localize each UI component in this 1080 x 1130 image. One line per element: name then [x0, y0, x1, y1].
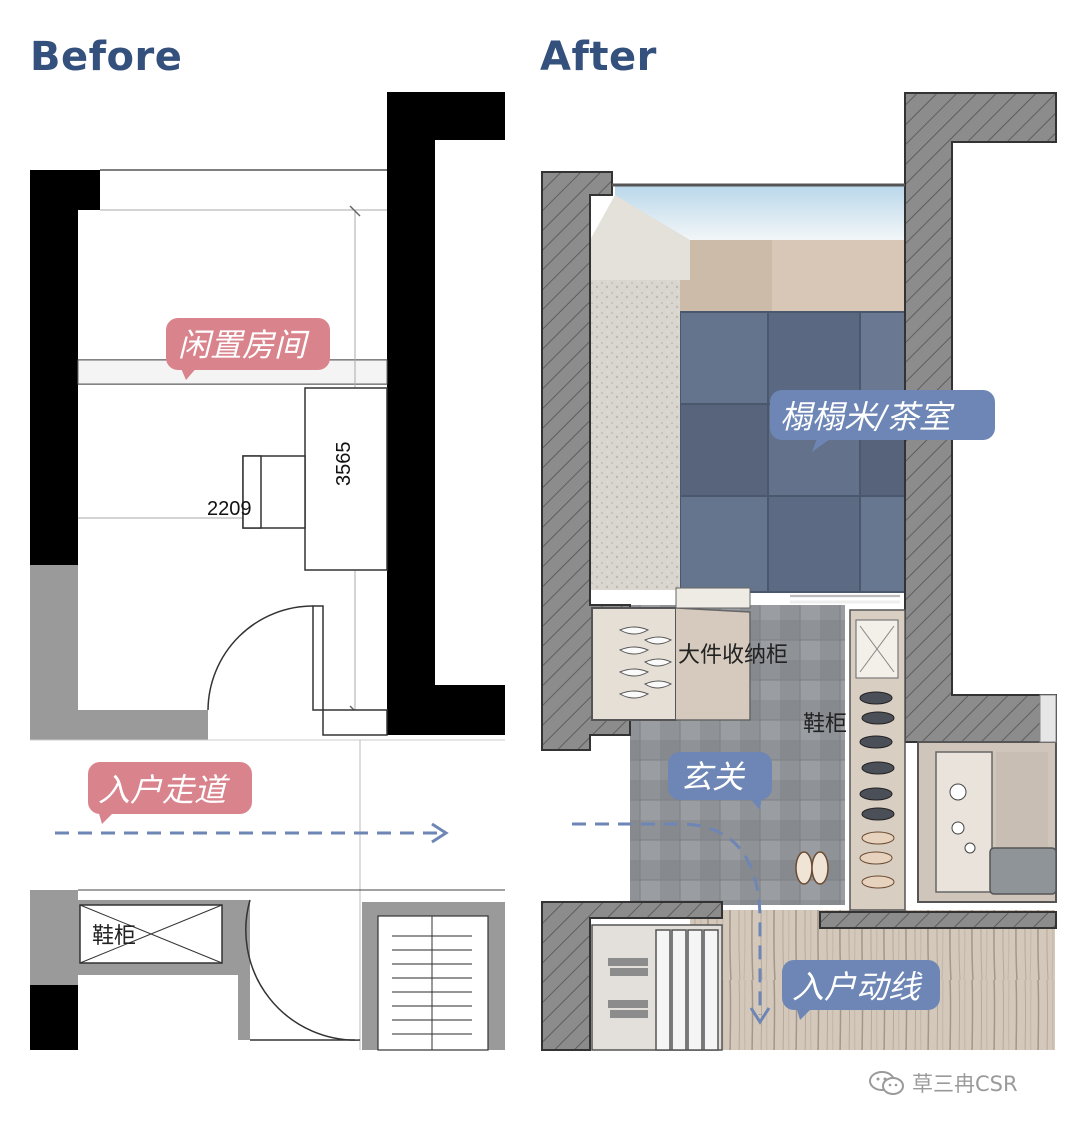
large-storage-cabinet: [591, 587, 751, 721]
before-wardrobe: [377, 915, 489, 1051]
entry-flow-bubble: 入户动线: [782, 960, 940, 1020]
idle-room-bubble: 闲置房间: [166, 318, 330, 380]
width-dimension: 2209: [207, 498, 252, 520]
foyer-bubble: 玄关: [668, 752, 772, 810]
room-door: [312, 605, 324, 711]
left-wall: [30, 170, 100, 565]
after-lower-right-wall: [819, 911, 1057, 929]
right-wall: [387, 92, 505, 735]
tatami-bubble: 榻榻米/茶室: [770, 390, 995, 452]
idle-room-label: 闲置房间: [178, 326, 310, 364]
entry-corridor-bubble: 入户走道: [88, 762, 252, 824]
entry-door-swing: [245, 899, 361, 1041]
after-plan: 榻榻米/茶室 大件收纳柜 鞋柜 玄关 入户动线: [541, 92, 1057, 1051]
entry-flow-label: 入户动线: [792, 968, 923, 1006]
bookshelf: [591, 924, 723, 1051]
after-lower-left-wall: [541, 901, 723, 1051]
depth-dimension: 3565: [333, 442, 355, 487]
large-storage-label: 大件收纳柜: [678, 643, 788, 668]
after-flow-line: [572, 822, 762, 1015]
before-heading: Before: [30, 34, 183, 80]
after-left-wall: [541, 171, 631, 751]
wechat-icon: [868, 1070, 906, 1096]
before-shoe-cabinet-label: 鞋柜: [92, 924, 136, 949]
before-plan: 2209 3565 闲置房间 入户走道 鞋柜: [30, 92, 505, 1051]
tatami-tearoom-label: 榻榻米/茶室: [780, 398, 955, 436]
room-door-swing: [207, 605, 314, 711]
desk: [304, 387, 388, 571]
left-gray-wall: [30, 565, 78, 740]
stucco-wall: [590, 240, 680, 590]
watermark-text: 草三冉CSR: [912, 1072, 1018, 1096]
washing-machine: [989, 847, 1057, 895]
after-heading: After: [540, 34, 657, 80]
tatami-mats: [679, 311, 906, 593]
after-shoe-cabinet-label: 鞋柜: [803, 712, 847, 737]
watermark: 草三冉CSR: [868, 1068, 1018, 1098]
slippers: [795, 851, 829, 885]
washing-area: [917, 694, 1057, 903]
after-shoe-cabinet: [849, 609, 906, 911]
foyer-label: 玄关: [680, 758, 746, 796]
entry-corridor-label: 入户走道: [98, 771, 230, 809]
